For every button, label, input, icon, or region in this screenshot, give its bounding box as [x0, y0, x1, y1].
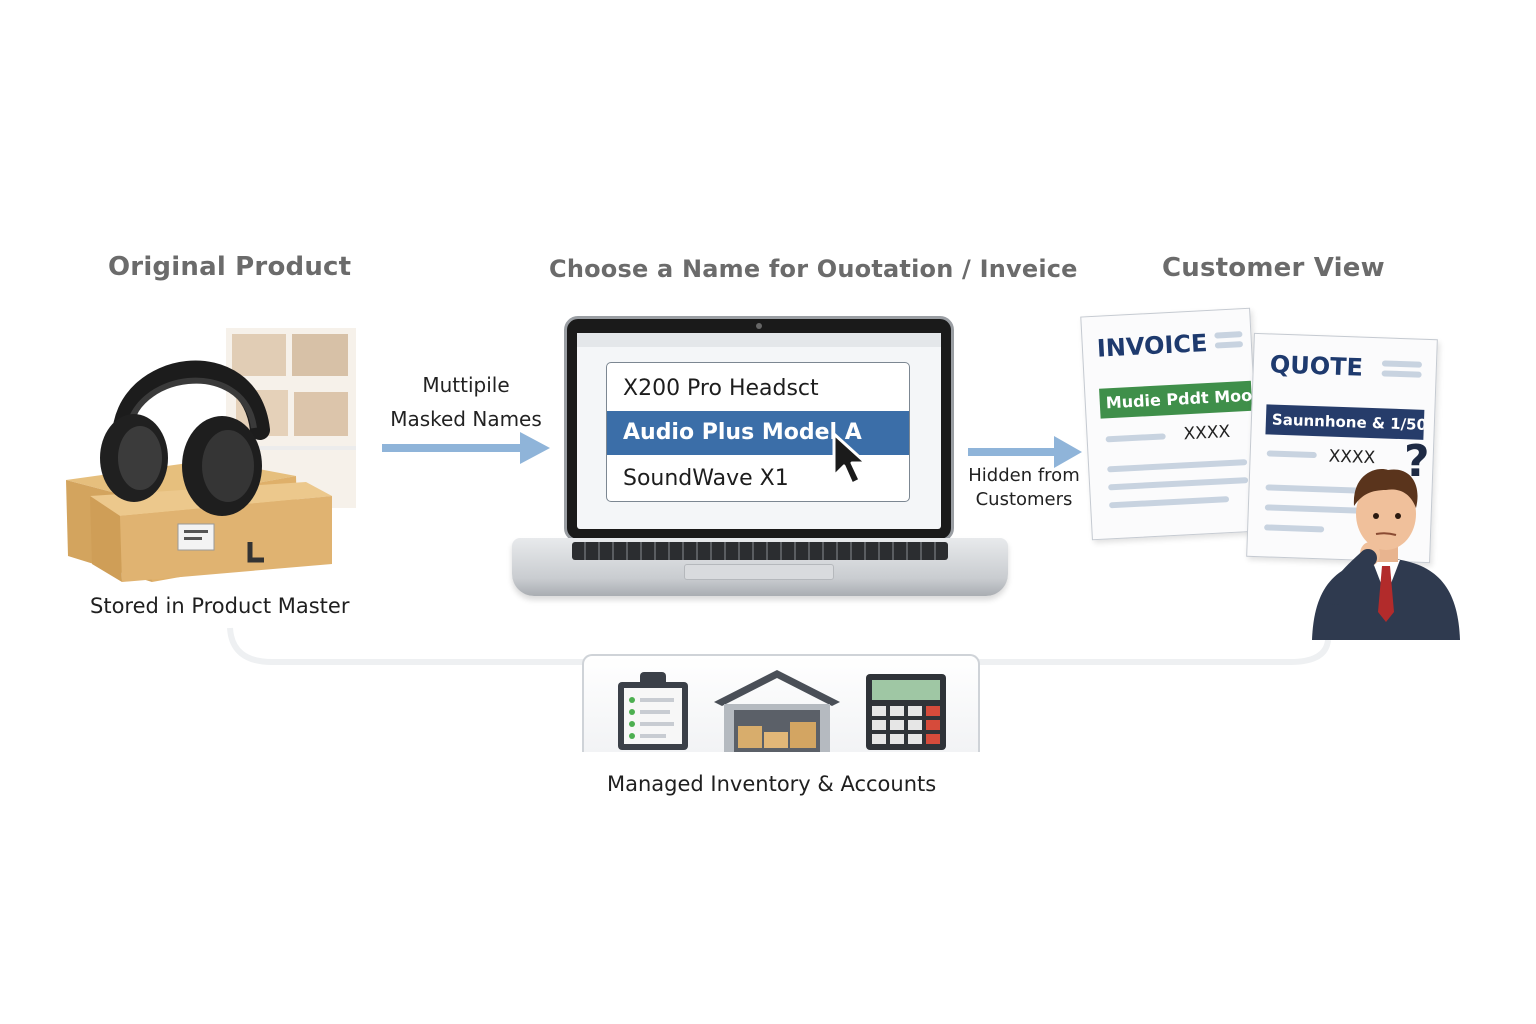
businessman-icon [1306, 436, 1466, 642]
confused-question-mark: ? [1404, 436, 1430, 487]
heading-customer-view: Customer View [1162, 253, 1385, 283]
heading-original-product: Original Product [108, 252, 352, 282]
arrow-to-customer [968, 436, 1082, 468]
caption-multiple-line2: Masked Names [390, 407, 542, 431]
cursor-icon [832, 432, 868, 486]
arrow-to-laptop [382, 432, 550, 464]
caption-managed-inventory: Managed Inventory & Accounts [607, 772, 937, 796]
warehouse-icon [714, 670, 840, 752]
clipboard-icon [618, 672, 688, 750]
invoice-document: INVOICE Mudie Pddt Mood & XXXX [1080, 307, 1262, 541]
laptop-base [512, 538, 1008, 596]
keyboard [572, 542, 948, 560]
product-illustration [60, 320, 370, 590]
camera-icon [756, 323, 762, 329]
masked-name-list[interactable]: X200 Pro Headsct Audio Plus Model A Soun… [606, 362, 910, 502]
name-option-soundwave[interactable]: SoundWave X1 [623, 466, 789, 491]
trackpad [684, 564, 834, 580]
caption-stored-in-master: Stored in Product Master [90, 594, 350, 618]
invoice-item-name: Mudie Pddt Mood & [1099, 380, 1253, 419]
caption-multiple-line1: Muttipile [422, 373, 510, 397]
caption-hidden-from-customers: Hidden from Customers [956, 464, 1092, 512]
calculator-icon [866, 674, 946, 750]
headphones-icon [100, 360, 270, 516]
heading-choose-name: Choose a Name for Ouotation / Inveice [549, 255, 1078, 283]
shelf-boxes-icon [226, 328, 356, 508]
invoice-title: INVOICE [1096, 329, 1209, 363]
caption-hidden-line1: Hidden from [968, 465, 1080, 486]
boxes-icon [66, 460, 332, 582]
caption-hidden-line2: Customers [975, 489, 1073, 510]
name-option-x200[interactable]: X200 Pro Headsct [623, 376, 819, 401]
quote-title: QUOTE [1269, 350, 1364, 382]
name-option-audio-plus[interactable]: Audio Plus Model A [607, 411, 909, 455]
inventory-accounts-tray [582, 654, 980, 752]
invoice-price: XXXX [1183, 421, 1231, 445]
quote-item-name: Saunnhone & 1/500l [1265, 404, 1425, 440]
caption-multiple-masked-names: Muttipile Masked Names [386, 368, 546, 436]
